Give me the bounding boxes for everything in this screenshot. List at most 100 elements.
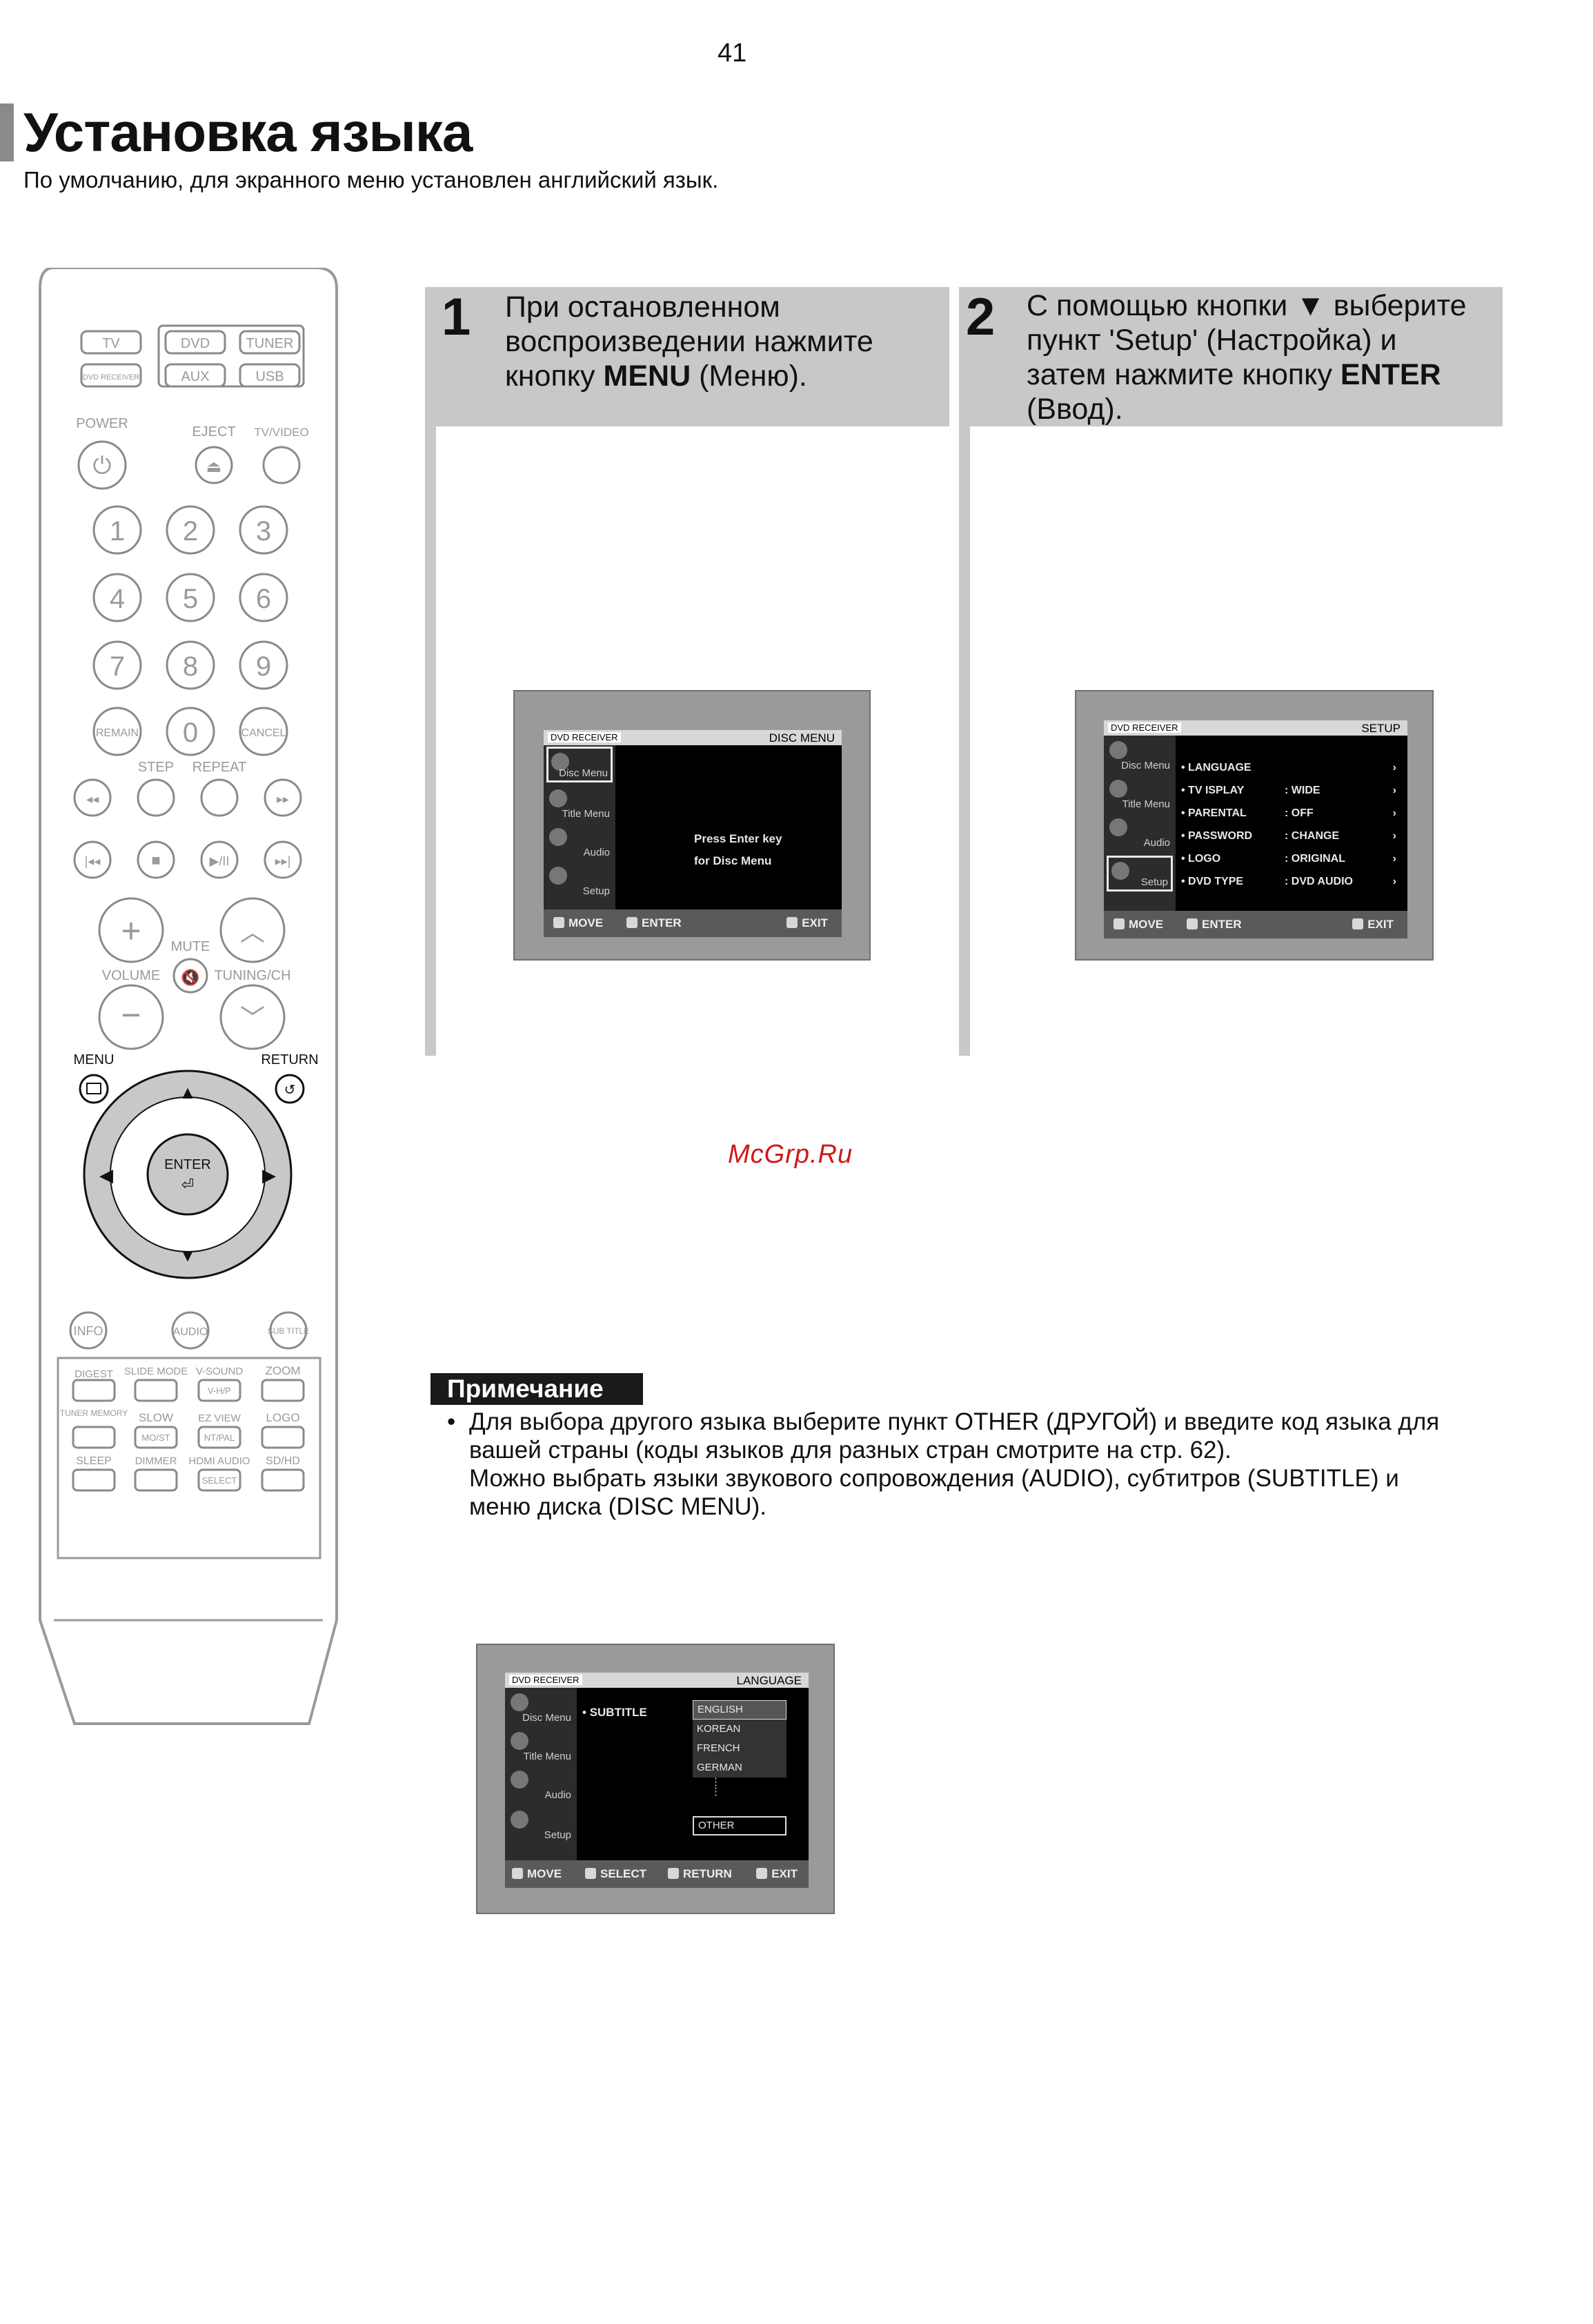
title-icon — [549, 789, 567, 807]
svg-text:TV/VIDEO: TV/VIDEO — [254, 426, 308, 439]
svg-text:NT/PAL: NT/PAL — [204, 1432, 235, 1443]
step-1-column — [425, 426, 436, 1056]
svg-text:﹀: ﹀ — [240, 1004, 265, 1032]
up-arrow-icon: ▲ — [179, 1082, 197, 1103]
svg-text:SELECT: SELECT — [202, 1475, 237, 1486]
svg-text:V-SOUND: V-SOUND — [196, 1366, 244, 1377]
svg-text:LOGO: LOGO — [266, 1411, 299, 1424]
svg-text:2: 2 — [183, 516, 198, 546]
note-label: Примечание — [431, 1373, 643, 1405]
dvd-receiver-label: DVD RECEIVER — [83, 373, 140, 382]
side-disc-menu: Disc Menu — [546, 747, 613, 782]
mute-button — [172, 958, 208, 994]
svg-text:▸▸: ▸▸ — [277, 792, 289, 806]
step-2-box — [959, 287, 1503, 426]
svg-text:■: ■ — [151, 851, 160, 869]
tuner-source-button — [239, 330, 301, 355]
svg-text:︿: ︿ — [240, 918, 265, 946]
step-2-text: С помощью кнопки ▼ выберите пункт 'Setup… — [1027, 289, 1467, 426]
svg-text:MUTE: MUTE — [171, 939, 210, 954]
dvd-source-button — [164, 330, 226, 355]
channel-down-button — [219, 984, 286, 1050]
svg-text:STEP: STEP — [138, 760, 174, 775]
step-1-box — [425, 287, 949, 426]
aux-source-button — [164, 363, 226, 388]
svg-text:SLIDE MODE: SLIDE MODE — [124, 1366, 188, 1377]
right-arrow-icon: ▶ — [262, 1165, 276, 1185]
dvd-receiver-button — [80, 363, 142, 388]
tuner-label: TUNER — [246, 336, 294, 351]
svg-text:EJECT: EJECT — [192, 424, 235, 440]
page-subtitle: По умолчанию, для экранного меню установ… — [23, 167, 719, 193]
disc-menu-message-2: for Disc Menu — [694, 854, 772, 867]
svg-text:CANCEL: CANCEL — [241, 727, 286, 739]
svg-text:ZOOM: ZOOM — [266, 1364, 301, 1377]
remote-control-illustration: TV DVD TUNER DVD RECEIVER AUX USB POWER … — [39, 268, 338, 1725]
title-icon — [511, 1732, 528, 1750]
gear-icon — [549, 867, 567, 885]
svg-text:▸▸|: ▸▸| — [275, 854, 291, 868]
svg-text:+: + — [121, 912, 141, 950]
tv-video-button — [262, 446, 301, 484]
return-button — [275, 1074, 305, 1104]
power-button — [77, 440, 127, 490]
watermark: McGrp.Ru — [728, 1140, 853, 1169]
volume-down-button — [98, 984, 164, 1050]
menu-button — [79, 1074, 109, 1104]
eject-icon: ⏏ — [206, 457, 222, 476]
svg-text:POWER: POWER — [76, 416, 128, 431]
svg-text:0: 0 — [183, 718, 198, 748]
speaker-icon — [511, 1771, 528, 1789]
svg-text:TUNER MEMORY: TUNER MEMORY — [60, 1408, 128, 1418]
language-options: ENGLISH KOREAN FRENCH GERMAN ⋮⋮ OTHER — [693, 1700, 786, 1835]
channel-up-button — [219, 897, 286, 963]
svg-text:REPEAT: REPEAT — [192, 760, 247, 775]
step-1-text: При остановленном воспроизведении нажмит… — [505, 290, 873, 393]
side-audio: Audio — [546, 824, 613, 860]
usb-source-button — [239, 363, 301, 388]
side-title-menu: Title Menu — [546, 785, 613, 821]
title-icon — [1109, 780, 1127, 798]
svg-text:HDMI AUDIO: HDMI AUDIO — [188, 1455, 250, 1467]
svg-text:−: − — [121, 996, 141, 1034]
disc-icon — [551, 753, 569, 771]
mute-icon: 🔇 — [181, 969, 199, 986]
svg-text:V-H/P: V-H/P — [208, 1386, 231, 1396]
speaker-icon — [549, 828, 567, 846]
enter-icon: ⏎ — [181, 1176, 194, 1193]
page-title: Установка языка — [23, 101, 473, 163]
svg-text:5: 5 — [183, 584, 198, 614]
svg-text:▶/II: ▶/II — [210, 854, 230, 868]
svg-text:VOLUME: VOLUME — [102, 968, 160, 983]
down-arrow-icon: ▼ — [179, 1245, 197, 1266]
gear-icon — [511, 1811, 528, 1829]
speaker-icon — [1109, 818, 1127, 836]
aux-label: AUX — [181, 369, 209, 384]
svg-text:REMAIN: REMAIN — [96, 727, 139, 739]
svg-text:1: 1 — [110, 516, 125, 546]
return-icon: ↺ — [284, 1083, 296, 1098]
svg-text:AUDIO: AUDIO — [173, 1326, 208, 1338]
svg-text:3: 3 — [256, 516, 271, 546]
enter-button — [146, 1133, 229, 1216]
svg-text:SLOW: SLOW — [139, 1411, 173, 1424]
title-accent-bar — [0, 104, 14, 161]
power-icon: ⏻ — [93, 453, 112, 479]
svg-text:EZ VIEW: EZ VIEW — [198, 1412, 241, 1424]
svg-text:TUNING/CH: TUNING/CH — [214, 968, 290, 983]
svg-text:|◂◂: |◂◂ — [85, 854, 101, 868]
svg-text:MO/ST: MO/ST — [141, 1432, 170, 1443]
eject-button — [195, 446, 233, 484]
menu-icon — [86, 1083, 101, 1094]
svg-text:ENTER: ENTER — [164, 1157, 211, 1172]
step-1-number: 1 — [442, 288, 471, 346]
setup-menu-list: • LANGUAGE› • TV ISPLAY: WIDE› • PARENTA… — [1181, 762, 1396, 887]
left-arrow-icon: ◀ — [99, 1165, 113, 1185]
svg-text:SD/HD: SD/HD — [266, 1455, 300, 1467]
tv-source-button — [80, 330, 142, 355]
svg-text:4: 4 — [110, 584, 125, 614]
svg-text:DIMMER: DIMMER — [135, 1455, 177, 1467]
page-number: 41 — [718, 39, 747, 68]
